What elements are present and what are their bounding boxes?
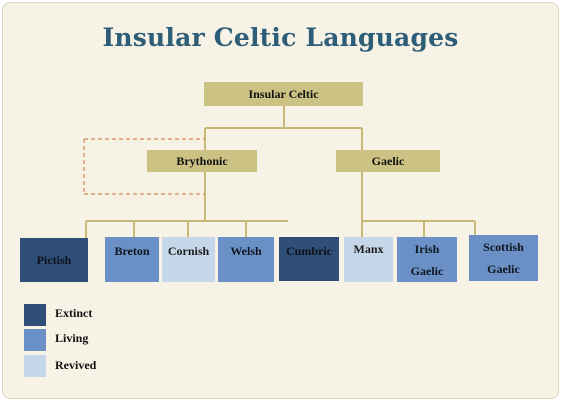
node-welsh: Welsh: [218, 237, 274, 282]
node-irish-gaelic: Irish Gaelic: [397, 237, 457, 282]
node-scottish-gaelic-line2: Gaelic: [487, 262, 520, 276]
node-manx-label: Manx: [353, 242, 384, 256]
node-gaelic: Gaelic: [336, 150, 440, 172]
node-brythonic: Brythonic: [147, 150, 257, 172]
node-pictish-label: Pictish: [36, 253, 72, 267]
diagram-title: Insular Celtic Languages: [102, 23, 459, 52]
node-irish-gaelic-line2: Gaelic: [410, 263, 444, 278]
node-manx: Manx: [344, 237, 393, 282]
legend-label-living: Living: [55, 331, 89, 345]
node-insular-celtic: Insular Celtic: [204, 82, 363, 106]
node-cumbric: Cumbric: [279, 237, 339, 281]
legend-swatch-revived: [24, 355, 46, 377]
node-gaelic-label: Gaelic: [371, 154, 405, 168]
node-scottish-gaelic-line1: Scottish: [483, 240, 524, 254]
node-insular-celtic-label: Insular Celtic: [248, 87, 319, 101]
node-welsh-label: Welsh: [230, 244, 262, 258]
node-irish-gaelic-line1: Irish: [414, 241, 440, 256]
legend-swatch-living: [24, 329, 46, 351]
legend-swatch-extinct: [24, 304, 46, 326]
node-brythonic-label: Brythonic: [176, 154, 228, 168]
node-pictish: Pictish: [20, 238, 88, 282]
legend-label-revived: Revived: [55, 358, 97, 372]
node-cumbric-label: Cumbric: [286, 244, 332, 258]
node-scottish-gaelic: Scottish Gaelic: [469, 235, 538, 281]
node-cornish: Cornish: [162, 237, 215, 282]
node-cornish-label: Cornish: [167, 244, 210, 258]
legend-label-extinct: Extinct: [55, 306, 93, 320]
node-breton-label: Breton: [114, 244, 150, 258]
node-breton: Breton: [105, 237, 159, 282]
